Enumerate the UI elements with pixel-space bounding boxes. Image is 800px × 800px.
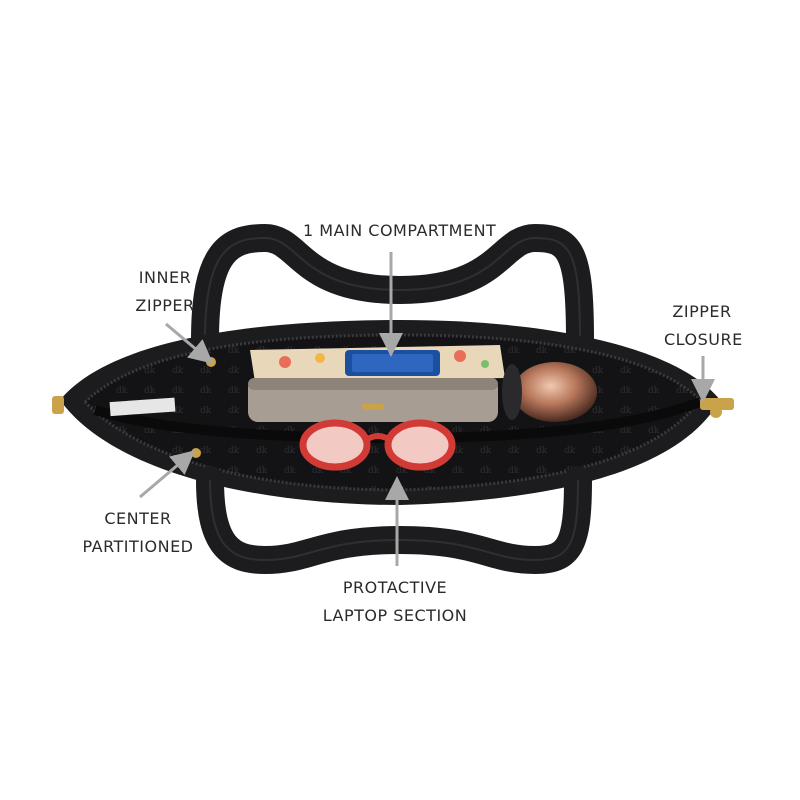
label-line: ZIPPER	[672, 302, 732, 321]
label-inner-zipper: INNER ZIPPER	[128, 264, 202, 320]
arrow-center-partitioned	[139, 450, 196, 499]
label-line: CENTER	[104, 509, 172, 528]
label-line: PARTITIONED	[82, 537, 194, 556]
label-center-partitioned: CENTER PARTITIONED	[80, 505, 196, 561]
label-line: INNER	[138, 268, 192, 287]
sunglasses	[299, 419, 456, 471]
zipper-bottom	[83, 399, 702, 492]
label-line: LAPTOP SECTION	[322, 606, 468, 625]
label-zipper-closure: ZIPPER CLOSURE	[664, 298, 743, 354]
arrow-inner-zipper	[165, 322, 214, 364]
label-main-compartment: 1 MAIN COMPARTMENT	[303, 217, 497, 245]
center-zipper-pull	[191, 448, 201, 458]
inner-zipper-pull	[206, 357, 216, 367]
label-line: CLOSURE	[664, 330, 743, 349]
label-line: PROTACTIVE	[342, 578, 448, 597]
label-laptop-section: PROTACTIVE LAPTOP SECTION	[320, 574, 470, 630]
tumbler	[513, 362, 597, 422]
care-label	[109, 397, 176, 417]
label-line: 1 MAIN COMPARTMENT	[303, 221, 497, 240]
label-line: ZIPPER	[135, 296, 195, 315]
